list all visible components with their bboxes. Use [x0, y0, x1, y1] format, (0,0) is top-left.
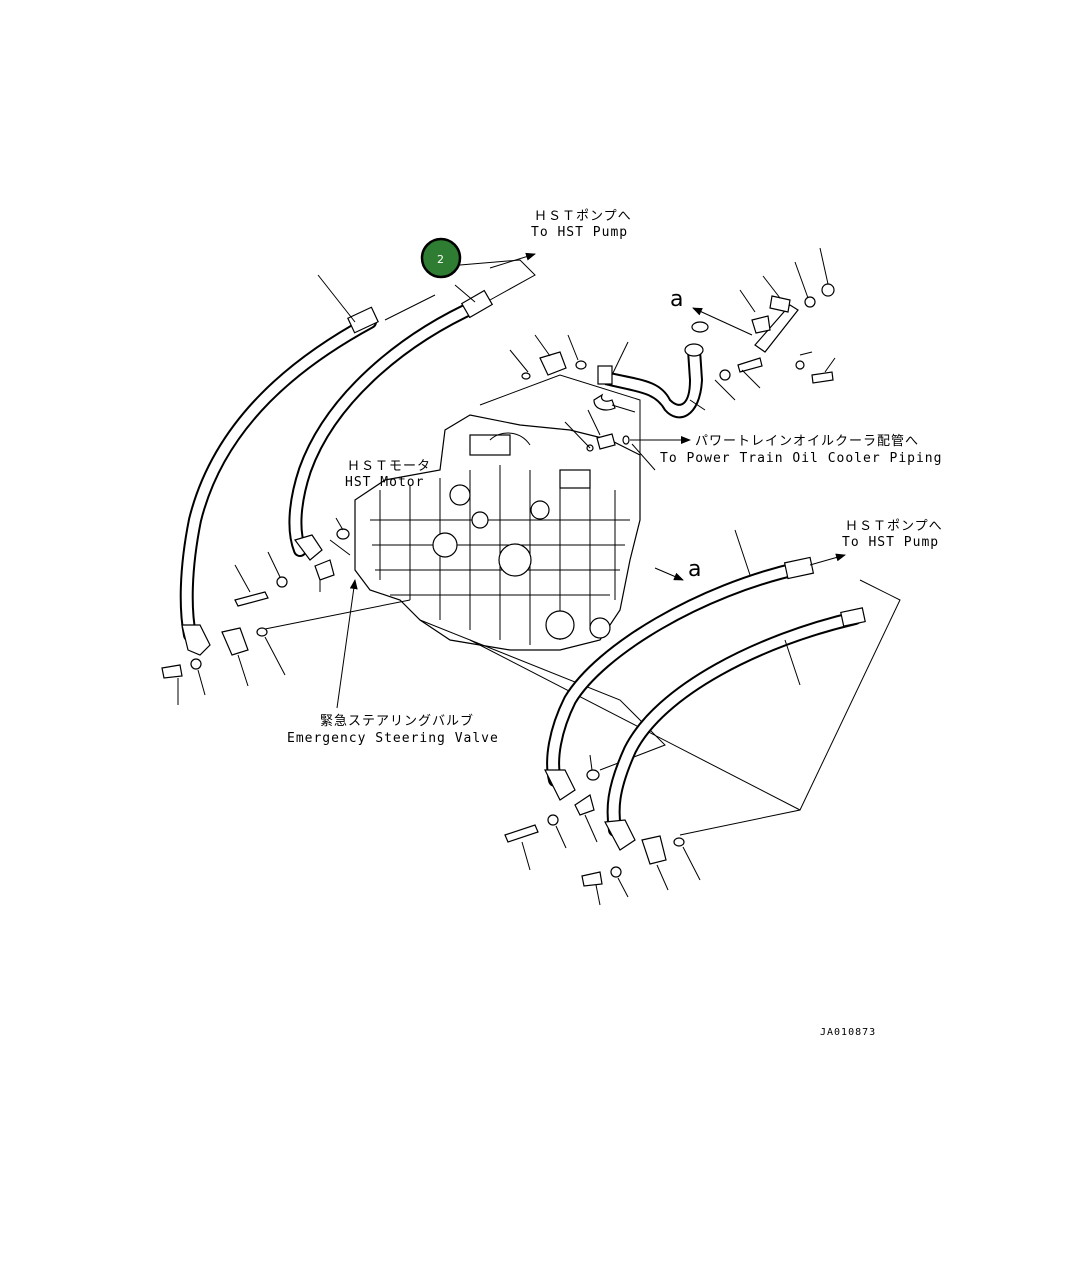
- hst-motor-label-jp: ＨＳＴモータ: [347, 459, 431, 474]
- hst-pump-right-label-jp: ＨＳＴポンプへ: [845, 519, 943, 534]
- hst-pump-right-label-en: To HST Pump: [842, 535, 939, 550]
- labels: ＨＳＴポンプへ To HST Pump a パワートレインオイルクーラ配管へ T…: [287, 209, 943, 1038]
- direction-arrows: [329, 252, 846, 709]
- callout-2-badge[interactable]: [420, 237, 462, 279]
- hst-motor-assembly: [354, 414, 641, 651]
- power-train-label-en: To Power Train Oil Cooler Piping: [660, 451, 942, 466]
- oil-cooler-tube-assembly[interactable]: [593, 283, 835, 419]
- hose-right-lower[interactable]: [604, 607, 866, 851]
- callout-2-number: 2: [437, 253, 444, 266]
- ref-a-mid: a: [688, 557, 701, 582]
- hose-left[interactable]: [179, 306, 379, 656]
- emergency-label-en: Emergency Steering Valve: [287, 731, 499, 746]
- drawing-code: JA010873: [820, 1027, 876, 1038]
- reference-lines: [259, 259, 901, 836]
- power-train-label-jp: パワートレインオイルクーラ配管へ: [695, 434, 919, 449]
- emergency-label-jp: 緊急ステアリングバルブ: [320, 713, 474, 729]
- callout-2[interactable]: 2: [420, 237, 462, 279]
- hst-pump-top-label-jp: ＨＳＴポンプへ: [534, 209, 632, 224]
- hose-right-upper[interactable]: [544, 556, 815, 801]
- fittings[interactable]: [161, 351, 685, 887]
- hst-pump-top-label-en: To HST Pump: [531, 225, 628, 240]
- ref-a-top: a: [670, 287, 683, 312]
- hose-callout-2[interactable]: [288, 289, 494, 561]
- leader-lines: [177, 247, 836, 906]
- hst-motor-label-en: HST Motor: [345, 475, 424, 490]
